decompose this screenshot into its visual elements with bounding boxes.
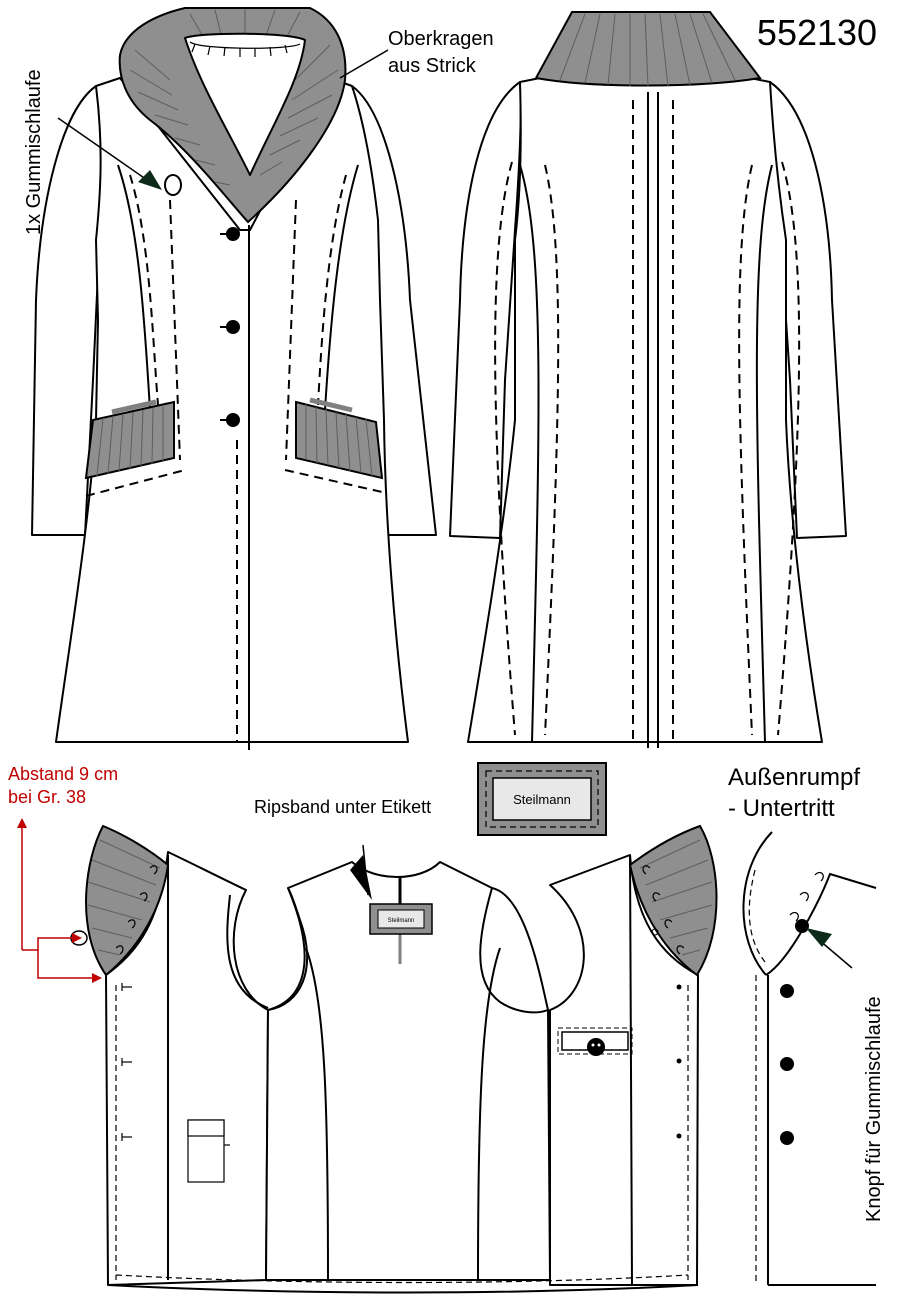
label-button-loop: Knopf für Gummischlaufe [863,996,885,1222]
label-grosgrain: Ripsband unter Etikett [254,797,431,817]
front-buttons [220,227,240,427]
coat-front-view [31,7,437,750]
back-body [467,77,823,743]
inner-label-text: Steilmann [388,918,415,924]
label-elastic-loop: 1x Gummischlaufe [23,69,45,235]
label-distance-2: bei Gr. 38 [8,787,86,807]
lining-left-facing [105,851,269,1286]
label-upper-collar-2: aus Strick [388,55,477,77]
lining-left-collar-knit [85,824,170,977]
coat-back-view [449,11,847,748]
lining-right-collar-knit [628,824,718,977]
brand-label-detail: Steilmann [477,762,607,836]
front-right-pocket-knit [295,400,384,480]
back-collar-knit [534,11,762,87]
label-upper-collar-1: Oberkragen [388,28,494,50]
lining-inside-view: Steilmann [17,818,718,1294]
label-distance-1: Abstand 9 cm [8,764,118,784]
label-outer-body-2: - Untertritt [728,795,835,822]
underlap-detail [742,831,877,1286]
front-body [55,77,409,743]
article-number: 552130 [757,12,877,53]
brand-label-text: Steilmann [513,792,571,807]
label-outer-body-1: Außenrumpf [728,764,860,791]
